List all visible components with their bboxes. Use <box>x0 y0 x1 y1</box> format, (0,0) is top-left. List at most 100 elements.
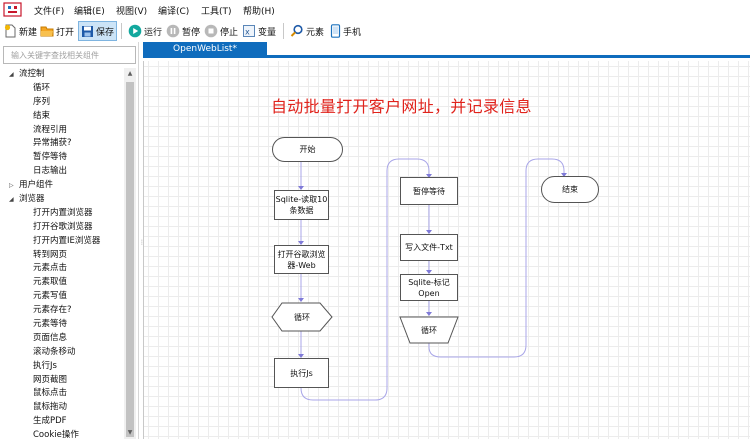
expanded-chevron-icon[interactable]: ◢ <box>9 196 14 204</box>
tree-item-label: 执行Js <box>33 360 57 371</box>
tree-item[interactable]: Cookie操作 <box>0 429 124 439</box>
open-button[interactable]: 打开 <box>38 21 76 41</box>
node-loop-end[interactable]: 循环 <box>400 317 458 343</box>
menu-tools[interactable]: 工具(T) <box>201 7 232 17</box>
tree-item[interactable]: 网页截图 <box>0 374 124 388</box>
node-write-file[interactable]: 写入文件-Txt <box>400 234 458 261</box>
tree-item[interactable]: 结束 <box>0 110 124 124</box>
tree-item[interactable]: 页面信息 <box>0 332 124 346</box>
tree-group[interactable]: ◢ 浏览器 <box>0 193 124 207</box>
sidebar-scrollbar[interactable]: ▲ ▼ <box>124 68 136 439</box>
run-label: 运行 <box>144 27 163 38</box>
scrollbar-thumb[interactable] <box>126 82 134 437</box>
scroll-up-arrow-icon[interactable]: ▲ <box>127 70 133 77</box>
menu-help[interactable]: 帮助(H) <box>243 7 275 17</box>
tree-item[interactable]: 打开谷歌浏览器 <box>0 221 124 235</box>
tab-openweblist[interactable]: OpenWebList* <box>143 42 267 56</box>
component-search-input[interactable] <box>3 46 136 64</box>
loop-end-shape <box>399 316 459 344</box>
node-pause-wait-label: 暂停等待 <box>413 186 445 196</box>
tree-item-label: 打开内置浏览器 <box>33 207 93 218</box>
arrowhead-icon <box>298 241 304 245</box>
pause-icon <box>166 24 180 38</box>
flow-canvas[interactable]: 自动批量打开客户网址，并记录信息 开始 Sqlite- <box>143 61 750 439</box>
save-button[interactable]: 保存 <box>78 21 118 41</box>
tree-item[interactable]: 执行Js <box>0 360 124 374</box>
tree-item[interactable]: 滚动条移动 <box>0 346 124 360</box>
expanded-chevron-icon[interactable]: ◢ <box>9 71 14 78</box>
pause-button[interactable]: 暂停 <box>164 21 202 41</box>
menu-file[interactable]: 文件(F) <box>34 7 65 17</box>
node-exec-js-label: 执行Js <box>290 368 313 378</box>
tree-item-label: 浏览器 <box>19 194 45 205</box>
tree-item[interactable]: 元素取值 <box>0 276 124 290</box>
menu-edit[interactable]: 编辑(E) <box>74 7 105 17</box>
tree-item-label: 页面信息 <box>33 332 68 343</box>
tree-item[interactable]: 元素写值 <box>0 290 124 304</box>
node-open-chrome[interactable]: 打开谷歌浏览 器-Web <box>274 245 329 274</box>
tree-item[interactable]: 元素存在? <box>0 304 124 318</box>
tree-item[interactable]: 流程引用 <box>0 124 124 138</box>
arrowhead-icon <box>561 173 567 177</box>
tree-item[interactable]: 序列 <box>0 96 124 110</box>
node-sqlite-read[interactable]: Sqlite-读取10 条数据 <box>274 190 329 220</box>
tree-item-label: 元素存在? <box>33 305 72 316</box>
tree-item-label: 元素点击 <box>33 263 68 274</box>
tree-item-label: Cookie操作 <box>33 430 79 439</box>
tree-item-label: 元素等待 <box>33 319 68 330</box>
component-tree: ◢流控制循环序列结束流程引用异常捕获?暂停等待日志输出 ▷ 用户组件 ◢ 浏览器打开内置… <box>0 68 124 439</box>
node-exec-js[interactable]: 执行Js <box>274 358 329 388</box>
flow-connectors <box>271 158 567 401</box>
arrowhead-icon <box>426 312 432 316</box>
node-loop-end-label: 循环 <box>421 325 437 335</box>
tree-item[interactable]: 打开内置浏览器 <box>0 207 124 221</box>
menu-view[interactable]: 视图(V) <box>116 7 148 17</box>
tree-item-label: 元素取值 <box>33 277 68 288</box>
splitter-grip-icon[interactable]: ⋮ <box>139 239 145 246</box>
node-sqlite-mark[interactable]: Sqlite-标记 Open <box>400 274 458 301</box>
save-disk-icon <box>82 25 93 37</box>
tree-item[interactable]: 异常捕获? <box>0 137 124 151</box>
collapsed-chevron-icon[interactable]: ▷ <box>9 182 14 190</box>
tree-item[interactable]: 鼠标点击 <box>0 387 124 401</box>
element-button[interactable]: 元素 <box>288 21 326 41</box>
tree-item[interactable]: 暂停等待 <box>0 151 124 165</box>
tree-item-label: 循环 <box>33 82 51 93</box>
tree-group[interactable]: ◢流控制 <box>0 68 124 82</box>
element-label: 元素 <box>306 27 325 38</box>
tree-item-label: 日志输出 <box>33 166 68 177</box>
pause-label: 暂停 <box>182 27 201 38</box>
new-button[interactable]: 新建 <box>2 21 39 41</box>
folder-open-icon <box>40 26 54 37</box>
node-sqlite-mark-label: Sqlite-标记 Open <box>408 277 450 298</box>
scroll-down-arrow-icon[interactable]: ▼ <box>127 429 133 436</box>
tree-item[interactable]: 鼠标拖动 <box>0 401 124 415</box>
phone-button[interactable]: 手机 <box>328 21 363 41</box>
node-start[interactable]: 开始 <box>272 137 343 162</box>
tree-item-label: 滚动条移动 <box>33 346 76 357</box>
tree-item[interactable]: 日志输出 <box>0 165 124 179</box>
tree-item-label: 序列 <box>33 96 51 107</box>
stop-button[interactable]: 停止 <box>202 21 240 41</box>
tree-item-label: 用户组件 <box>19 180 54 191</box>
toolbar: 新建 打开 保存 运行 暂停 <box>0 20 750 42</box>
variables-icon: x <box>243 25 255 37</box>
node-loop-start[interactable]: 循环 <box>272 303 332 331</box>
tree-item-label: 流程引用 <box>33 124 68 135</box>
variables-button[interactable]: x 变量 <box>240 21 278 41</box>
node-open-chrome-label: 打开谷歌浏览 器-Web <box>277 249 326 270</box>
node-end[interactable]: 结束 <box>541 176 599 203</box>
tree-item-label: 网页截图 <box>33 374 68 385</box>
menu-compile[interactable]: 编译(C) <box>158 7 190 17</box>
tree-item[interactable]: 生成PDF <box>0 415 124 429</box>
tree-item[interactable]: 循环 <box>0 82 124 96</box>
tree-item[interactable]: 元素点击 <box>0 262 124 276</box>
tree-item[interactable]: 打开内置IE浏览器 <box>0 235 124 249</box>
tree-group[interactable]: ▷ 用户组件 <box>0 179 124 193</box>
run-button[interactable]: 运行 <box>126 21 164 41</box>
tree-item[interactable]: 元素等待 <box>0 318 124 332</box>
toolbar-separator <box>121 23 122 39</box>
node-pause-wait[interactable]: 暂停等待 <box>400 177 458 205</box>
tree-item[interactable]: 转到网页 <box>0 249 124 263</box>
